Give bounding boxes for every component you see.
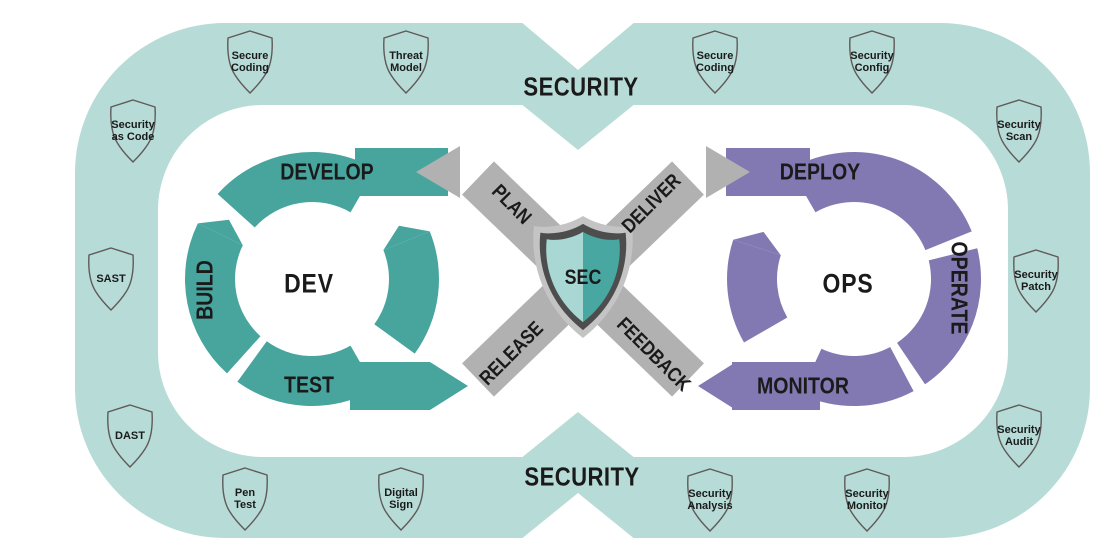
shield-outline-icon — [687, 468, 733, 532]
badge-line: Pen — [234, 486, 256, 499]
dev-right-arc — [374, 231, 439, 354]
shield-outline-icon — [383, 30, 429, 94]
operate-arc — [897, 248, 981, 385]
badge-line: Config — [854, 62, 890, 74]
develop-label: DEVELOP — [280, 158, 374, 185]
build-label: BUILD — [191, 260, 218, 320]
security-label-bottom: SECURITY — [524, 461, 640, 492]
test-label: TEST — [284, 371, 334, 398]
badge-line: Security — [845, 487, 889, 500]
badge-line: Test — [234, 499, 256, 511]
shield-outline-icon — [1013, 249, 1059, 313]
shield-outline-icon — [222, 467, 268, 531]
shield-outline-icon — [227, 30, 273, 94]
badge-line: Security — [997, 118, 1041, 131]
develop-arc — [217, 151, 376, 228]
badge-line: Security — [1014, 268, 1058, 281]
monitor-arc — [800, 346, 914, 406]
badge-line: Patch — [1021, 281, 1051, 293]
shield-outline-icon — [110, 99, 156, 163]
build-arrowhead — [197, 219, 243, 246]
shield-outline-icon — [849, 30, 895, 94]
ops-left-arc-arrowhead — [733, 231, 781, 256]
test-arc — [237, 341, 376, 406]
shield-outline-icon — [692, 30, 738, 94]
badge-line: DAST — [115, 429, 145, 442]
badge-line: Coding — [696, 62, 734, 74]
deploy-arc — [790, 152, 972, 251]
sec-shield-right-half — [583, 231, 620, 323]
badge-line: Security — [997, 423, 1041, 436]
shield-outline-icon — [996, 404, 1042, 468]
monitor-label: MONITOR — [757, 372, 849, 399]
badge-dast: DAST — [84, 400, 176, 472]
badge-line: Security — [850, 49, 894, 62]
operate-label: OPERATE — [946, 241, 973, 335]
badge-line: Model — [390, 62, 422, 74]
badge-sast: SAST — [65, 243, 157, 315]
badge-line: Audit — [1004, 436, 1034, 448]
security-band — [75, 23, 1090, 538]
band-top-notch — [520, 21, 636, 70]
band-bottom-chevron — [520, 412, 636, 459]
badge-line: Sign — [389, 499, 413, 511]
badge-line: Threat — [389, 49, 423, 62]
badge-line: Monitor — [846, 500, 888, 512]
band-bottom-notch — [520, 493, 636, 540]
badge-line: Security — [688, 487, 732, 500]
build-arc — [184, 223, 261, 374]
shield-outline-icon — [844, 468, 890, 532]
badge-line: Digital — [384, 486, 418, 499]
ops-label: OPS — [822, 268, 874, 299]
badge-line: Scan — [1005, 131, 1033, 143]
security-label-top: SECURITY — [523, 71, 639, 102]
sec-shield-left-half — [546, 231, 583, 323]
band-top-chevron — [520, 103, 636, 150]
ops-left-arc — [727, 239, 788, 343]
shield-outline-icon — [996, 99, 1042, 163]
badge-line: Analysis — [687, 500, 733, 512]
badge-line: Secure — [696, 49, 734, 62]
deliver-arrowhead — [706, 146, 750, 198]
shield-outline-icon — [107, 404, 153, 468]
badge-line: SAST — [96, 272, 126, 285]
badge-line: Security — [111, 118, 155, 131]
shield-outline-icon — [378, 467, 424, 531]
dev-label: DEV — [284, 268, 334, 299]
dev-right-arc-arrowhead — [383, 225, 430, 251]
cycle-rings — [184, 148, 981, 410]
badge-line: Secure — [231, 49, 269, 62]
badge-line: as Code — [111, 131, 155, 143]
sec-label: SEC — [564, 266, 602, 289]
shield-outline-icon — [88, 247, 134, 311]
sec-shield — [533, 216, 633, 338]
plan-arrowhead — [416, 146, 460, 198]
badge-line: Coding — [231, 62, 269, 74]
deploy-label: DEPLOY — [779, 158, 861, 185]
test-arrowhead — [430, 362, 468, 410]
monitor-arrowhead — [698, 362, 736, 410]
